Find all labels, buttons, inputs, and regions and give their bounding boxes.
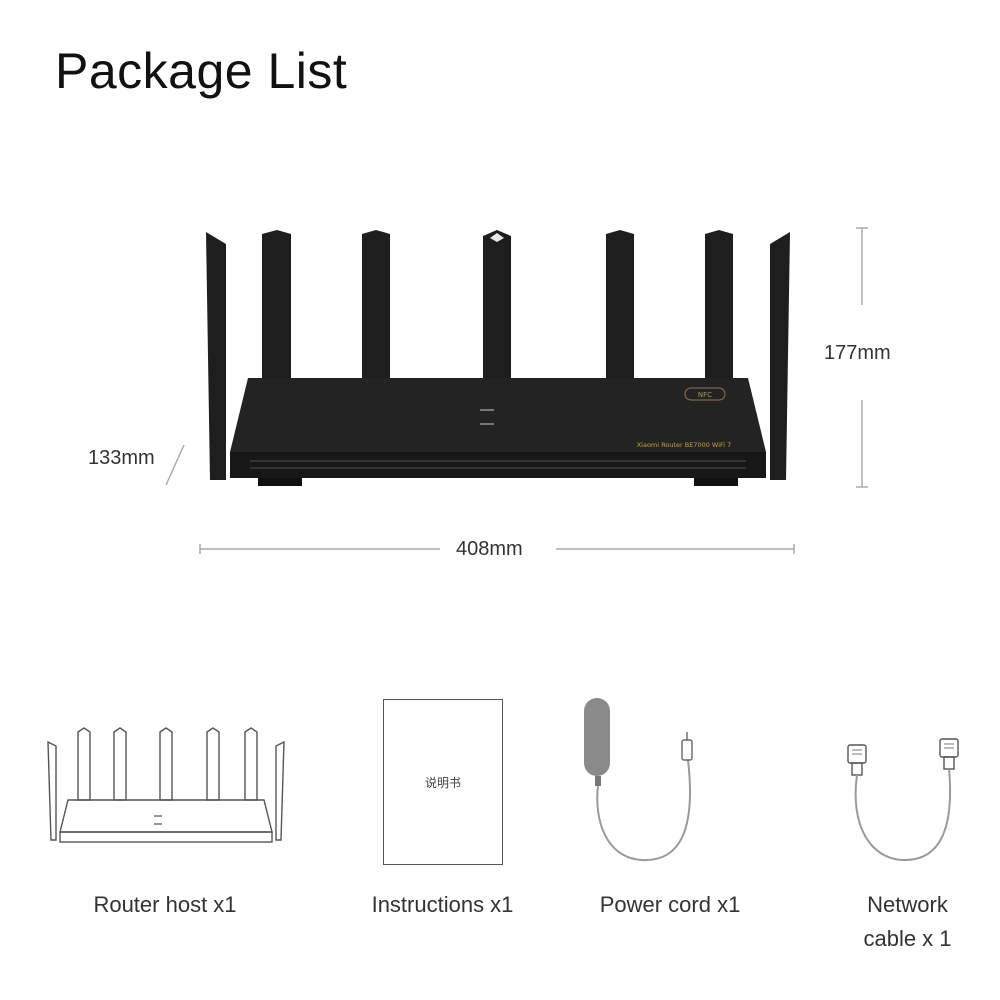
depth-dimension-line — [165, 444, 185, 486]
router-vents — [250, 460, 746, 469]
width-dimension-label: 408mm — [456, 538, 523, 560]
power-cord-label: Power cord x1 — [599, 892, 741, 917]
network-cable-label-line2: cable x 1 — [863, 926, 952, 951]
router-hero-image: NFC Xiaomi Router BE7000 WiFi 7 — [165, 227, 868, 554]
router-antennas — [206, 230, 790, 480]
network-cable-label-line1: Network — [867, 892, 948, 917]
network-cable-label: Network cable x 1 — [820, 888, 995, 956]
router-body — [230, 378, 766, 452]
nfc-label: NFC — [698, 391, 712, 399]
instructions-booklet-icon: 说明书 — [383, 699, 503, 865]
router-host-icon — [47, 727, 285, 843]
router-model-label: Xiaomi Router BE7000 WiFi 7 — [637, 441, 732, 449]
height-dimension-line — [856, 227, 868, 488]
width-dimension-line — [199, 544, 795, 554]
height-dimension-label: 177mm — [824, 342, 891, 364]
depth-dimension-label: 133mm — [88, 447, 155, 469]
instructions-label: Instructions x1 — [371, 892, 514, 917]
booklet-title: 说明书 — [424, 776, 461, 790]
power-cord-icon — [584, 698, 693, 862]
page-title: Package List — [55, 43, 348, 99]
network-cable-icon — [847, 738, 959, 862]
router-host-label: Router host x1 — [93, 892, 237, 917]
